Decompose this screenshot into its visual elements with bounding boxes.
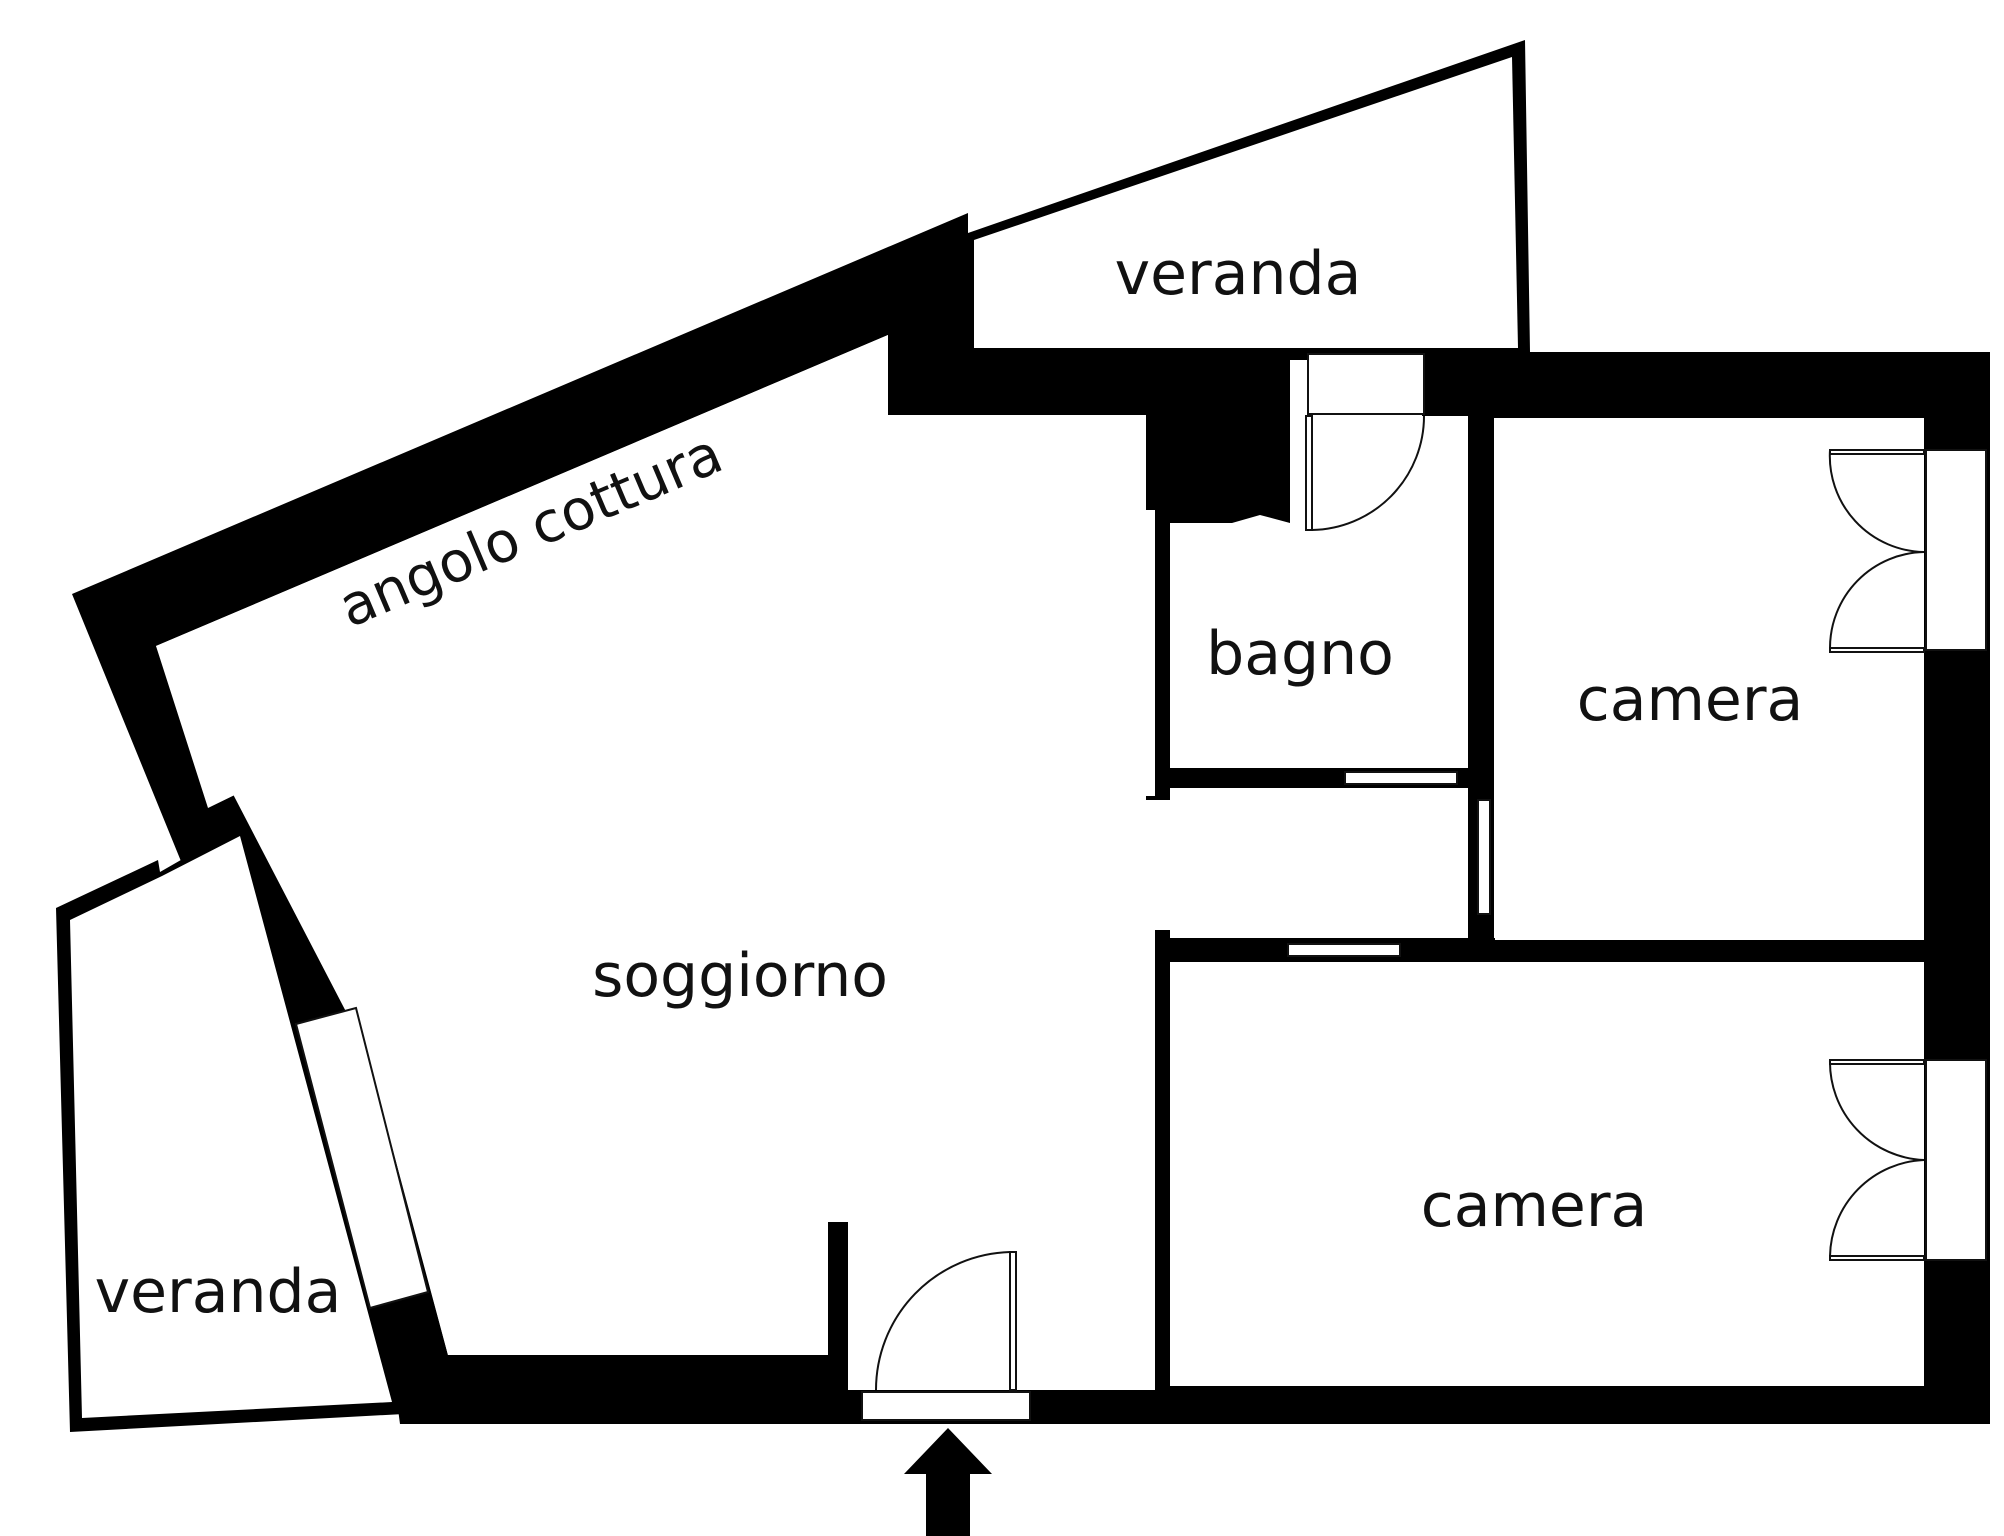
door-bedroom-bottom-leaf-b [1829, 1255, 1925, 1261]
partition-bath-left [1155, 508, 1170, 798]
sliding-door-bedroom-top [1477, 799, 1491, 915]
room-label-bedroom-bottom: camera [1421, 1171, 1648, 1241]
sliding-door-bathroom [1344, 771, 1458, 785]
door-bedroom-bottom-arc-a [1828, 1059, 1925, 1161]
window-bedroom-top [1925, 449, 1987, 651]
door-bedroom-top-leaf-a [1829, 449, 1925, 455]
veranda-top-floor [974, 57, 1518, 348]
window-living-veranda [294, 1006, 430, 1310]
living-floor-main [156, 335, 1162, 1390]
partition-bath-jamb-low [1146, 796, 1170, 800]
room-label-veranda-top: veranda [1115, 239, 1362, 309]
bedroom-top-floor [1494, 418, 1924, 940]
bedroom-bottom-floor [1170, 962, 1924, 1386]
door-bedroom-top-arc-b [1829, 551, 1925, 649]
door-bathroom-leaf [1305, 415, 1313, 531]
entrance-arrow-icon [904, 1428, 992, 1536]
door-bedroom-top-arc-a [1828, 449, 1925, 553]
sliding-door-bedroom-bottom [1287, 943, 1401, 957]
partition-living-jamb [1155, 798, 1170, 930]
corridor-floor [1170, 788, 1475, 938]
window-bedroom-bottom [1925, 1059, 1987, 1261]
door-bathroom-arc [1311, 415, 1425, 531]
room-label-bathroom: bagno [1206, 619, 1394, 689]
door-bedroom-top-leaf-b [1829, 647, 1925, 653]
bathroom-floor [1170, 416, 1468, 768]
wall-bottom-living [400, 1355, 848, 1424]
room-label-bedroom-top: camera [1577, 665, 1804, 735]
partition-entry-stub [828, 1222, 848, 1390]
room-label-veranda-left: veranda [95, 1257, 342, 1327]
door-bedroom-bottom-arc-b [1829, 1159, 1925, 1257]
veranda-left-floor [70, 836, 392, 1418]
door-bedroom-bottom-leaf-a [1829, 1059, 1925, 1065]
room-label-living-room: soggiorno [592, 941, 888, 1011]
window-bathroom [1307, 353, 1425, 415]
door-entrance-arc [875, 1251, 1011, 1391]
partition-bed2-left [1155, 930, 1170, 1390]
door-entrance-leaf [1009, 1251, 1017, 1391]
entrance-threshold [861, 1391, 1031, 1421]
